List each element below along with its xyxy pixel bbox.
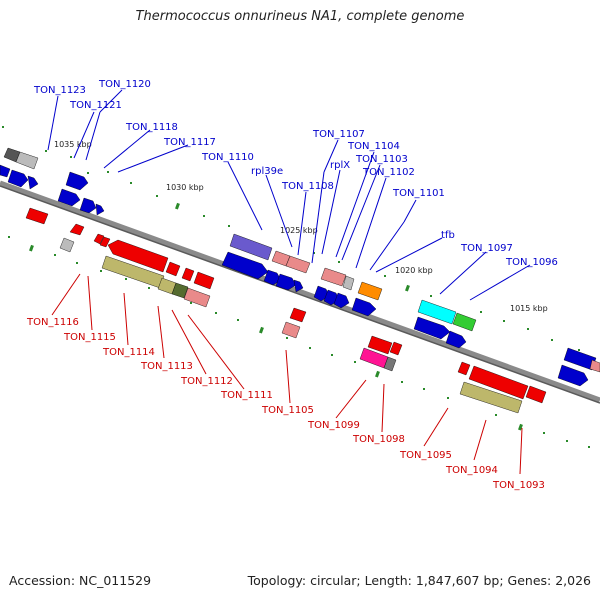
gene-label-rpl39e: rpl39e xyxy=(251,166,283,177)
gene-label-ton-1101: TON_1101 xyxy=(392,188,445,199)
gene-tfb xyxy=(417,299,457,325)
gene-1112b xyxy=(171,282,189,299)
gene-1116 xyxy=(25,207,49,225)
gene-label-ton-1105: TON_1105 xyxy=(261,405,314,416)
scale-label-1025: 1025 kbp xyxy=(280,226,318,235)
minus-strand-leaders xyxy=(51,273,523,475)
gene-1113b xyxy=(165,261,181,277)
minus-strand-genes xyxy=(25,207,547,414)
gene-label-ton-1108: TON_1108 xyxy=(281,181,334,192)
gene-block-a1 xyxy=(0,164,11,178)
gene-1123b xyxy=(15,151,39,170)
gene-label-ton-1112: TON_1112 xyxy=(180,376,233,387)
gene-label-ton-1111: TON_1111 xyxy=(220,390,273,401)
gene-1093 xyxy=(459,381,523,414)
genome-backbone-shadow xyxy=(0,185,600,404)
gene-label-ton-1096: TON_1096 xyxy=(505,257,558,268)
gene-1111 xyxy=(193,271,215,290)
plus-strand-genes xyxy=(0,147,600,387)
gene-1120 xyxy=(65,171,89,191)
gene-label-ton-1116: TON_1116 xyxy=(26,317,79,328)
map-title: Thermococcus onnurineus NA1, complete ge… xyxy=(135,9,465,24)
scale-label-1030: 1030 kbp xyxy=(166,183,204,192)
gene-label-ton-1103: TON_1103 xyxy=(355,154,408,165)
gene-label-ton-1098: TON_1098 xyxy=(352,434,405,445)
gene-label-ton-1099: TON_1099 xyxy=(307,420,360,431)
gene-1118 xyxy=(79,197,97,214)
gene-1096 xyxy=(563,347,597,371)
gene-1101 xyxy=(333,292,350,309)
gene-1114 xyxy=(107,239,169,273)
gene-label-ton-1120: TON_1120 xyxy=(98,79,151,90)
gene-label-ton-1104: TON_1104 xyxy=(347,141,400,152)
scale-label-1015: 1015 kbp xyxy=(510,304,548,313)
gene-block-a2 xyxy=(7,169,29,188)
gene-1094 xyxy=(468,365,529,400)
tick-row-lower xyxy=(8,236,590,448)
gene-1115b xyxy=(93,233,105,245)
gene-rplX xyxy=(342,275,355,291)
genome-backbone xyxy=(0,180,600,403)
gene-1107 xyxy=(320,267,347,287)
gene-label-ton-1102: TON_1102 xyxy=(362,167,415,178)
scale-label-1020: 1020 kbp xyxy=(395,266,433,275)
gene-label-rplx: rplX xyxy=(330,160,350,171)
gene-label-ton-1113: TON_1113 xyxy=(140,361,193,372)
gene-1115 xyxy=(59,237,75,253)
gene-1101b xyxy=(351,297,377,317)
gene-label-ton-1093: TON_1093 xyxy=(492,480,545,491)
gene-label-ton-1094: TON_1094 xyxy=(445,465,498,476)
gene-1097c xyxy=(445,330,467,349)
gene-label-ton-1095: TON_1095 xyxy=(399,450,452,461)
gene-1108d xyxy=(293,279,304,293)
gene-1096b xyxy=(557,364,589,387)
gene-label-ton-1107: TON_1107 xyxy=(312,129,365,140)
gene-1103 xyxy=(357,281,383,301)
gene-label-ton-1110: TON_1110 xyxy=(201,152,254,163)
gene-1096c xyxy=(589,359,600,373)
gene-1097 xyxy=(452,312,477,332)
gene-1112c xyxy=(181,267,195,282)
gene-label-ton-1121: TON_1121 xyxy=(69,100,122,111)
scale-label-1035: 1035 kbp xyxy=(54,140,92,149)
gene-1097b xyxy=(413,316,451,340)
gene-label-tfb: tfb xyxy=(441,230,455,241)
gene-1115c xyxy=(99,236,111,248)
gene-1116b xyxy=(69,223,85,236)
gene-1108 xyxy=(285,255,311,274)
gene-1108c xyxy=(275,273,297,291)
gene-1095 xyxy=(457,361,471,376)
gene-label-ton-1118: TON_1118 xyxy=(125,122,178,133)
gene-1110b xyxy=(221,251,269,280)
gene-1117 xyxy=(95,203,105,216)
gene-label-ton-1114: TON_1114 xyxy=(102,347,155,358)
gene-1121 xyxy=(57,188,81,207)
gene-1094b xyxy=(525,385,547,404)
gene-1098b xyxy=(383,356,397,372)
plus-strand-leaders xyxy=(47,89,531,301)
gene-label-ton-1117: TON_1117 xyxy=(163,137,216,148)
genome-summary: Topology: circular; Length: 1,847,607 bp… xyxy=(247,573,591,588)
gene-block-a3 xyxy=(27,175,39,190)
gene-1099 xyxy=(367,335,393,355)
accession-label: Accession: NC_011529 xyxy=(9,573,152,588)
gene-1110 xyxy=(229,233,273,261)
gene-1105b xyxy=(281,321,301,339)
gene-label-ton-1123: TON_1123 xyxy=(33,85,86,96)
gene-label-ton-1115: TON_1115 xyxy=(63,332,116,343)
gene-1105 xyxy=(289,307,307,323)
gene-1111b xyxy=(183,287,211,308)
gene-label-ton-1097: TON_1097 xyxy=(460,243,513,254)
gene-1099b xyxy=(389,341,403,356)
tick-row-upper xyxy=(2,126,580,351)
